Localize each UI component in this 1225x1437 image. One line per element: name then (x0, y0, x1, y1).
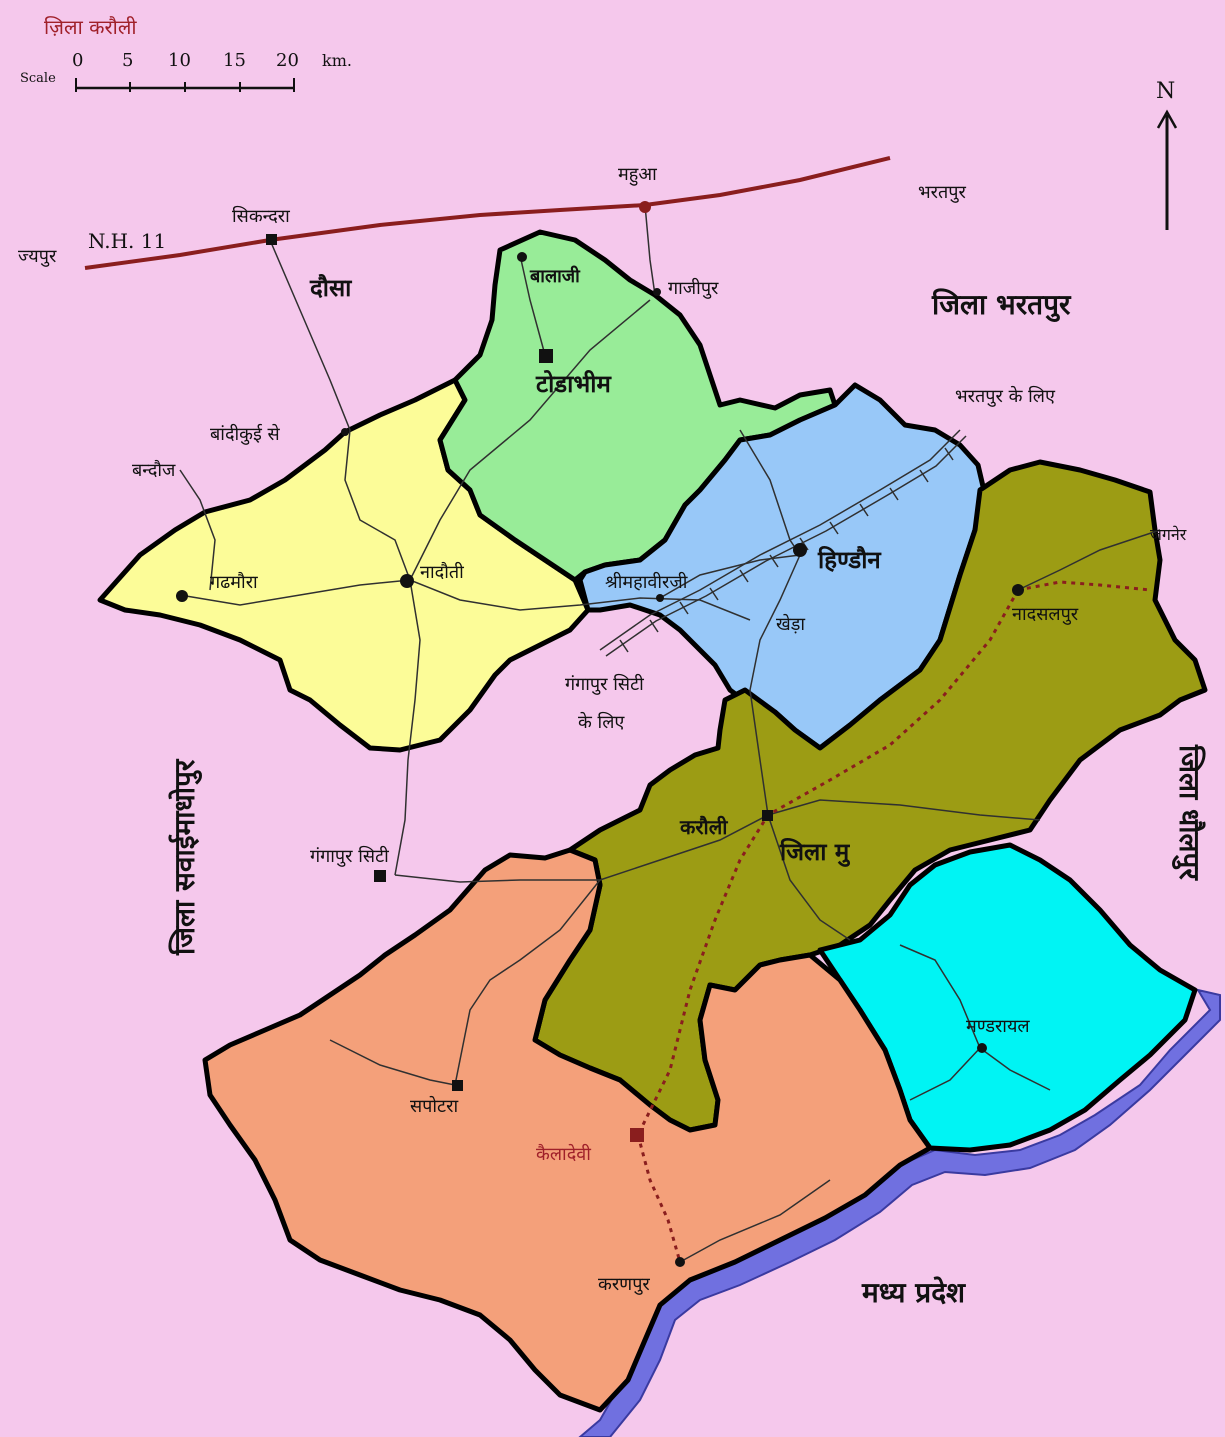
scale-tick-15: 15 (223, 50, 246, 71)
scale-tick-10: 10 (168, 50, 191, 71)
label-gangapur-to2: के लिए (578, 711, 625, 733)
label-khera: खेड़ा (776, 613, 805, 635)
label-mahua: महुआ (618, 164, 657, 186)
label-nadoti: नादौती (420, 561, 464, 583)
label-gangapur: गंगापुर सिटी (310, 845, 389, 867)
label-bandikui: बांदीकुई से (210, 423, 281, 445)
highway-nh11 (84, 156, 891, 270)
label-mandrayal: मण्डरायल (966, 1016, 1030, 1037)
label-todabhim: टोडाभीम (535, 370, 612, 398)
label-gadhmora: गढमौरा (210, 571, 258, 593)
label-dausa: दौसा (309, 274, 352, 302)
label-district-bharatpur: जिला भरतपुर (931, 288, 1072, 322)
scale-unit: km. (322, 51, 352, 70)
label-bharatpur-to: भरतपुर के लिए (955, 385, 1056, 407)
label-karauli-hq: जिला मु (779, 838, 851, 867)
scale-bar (75, 78, 295, 92)
label-karauli: करौली (679, 815, 728, 839)
label-mp: मध्य प्रदेश (861, 1276, 966, 1309)
label-balaji: बालाजी (529, 265, 581, 287)
roads (179, 204, 1161, 1263)
label-bandauj: बन्दौज (132, 459, 176, 481)
label-hindaun: हिण्डौन (817, 546, 882, 574)
map-title: ज़िला करौली (44, 15, 137, 39)
scale-tick-5: 5 (122, 50, 133, 71)
label-district-sawai-madhopur: जिला सवाईमाधोपुर (168, 758, 202, 956)
label-sikandra: सिकन्दरा (232, 205, 290, 227)
chambal-river (578, 988, 1221, 1437)
scale-label: Scale (20, 71, 56, 86)
region-hindaun (577, 382, 988, 751)
highway-label: N.H. 11 (88, 229, 166, 253)
label-shrimahaveerji: श्रीमहावीरजी (605, 571, 688, 593)
label-bharatpur-town: भरतपुर (918, 182, 966, 203)
label-gangapur-to: गंगापुर सिटी (565, 673, 644, 695)
label-jaganer: जगनेर (1150, 525, 1187, 544)
town-markers (176, 201, 1024, 1267)
label-district-dholpur: जिला धौलपुर (1172, 744, 1206, 881)
region-sapotra (202, 847, 933, 1413)
label-karanpur: करणपुर (598, 1274, 650, 1295)
north-label: N (1156, 79, 1175, 104)
north-arrow-icon (1156, 109, 1178, 230)
label-sapotra: सपोटरा (410, 1095, 458, 1117)
label-kailadevi: कैलादेवी (536, 1143, 591, 1165)
label-gazipur: गाजीपुर (668, 277, 719, 299)
scale-tick-20: 20 (276, 50, 299, 71)
label-jaipur: ज्यपुर (18, 246, 57, 267)
scale-tick-0: 0 (72, 50, 83, 71)
label-nadbai: नादसलपुर (1012, 604, 1079, 625)
